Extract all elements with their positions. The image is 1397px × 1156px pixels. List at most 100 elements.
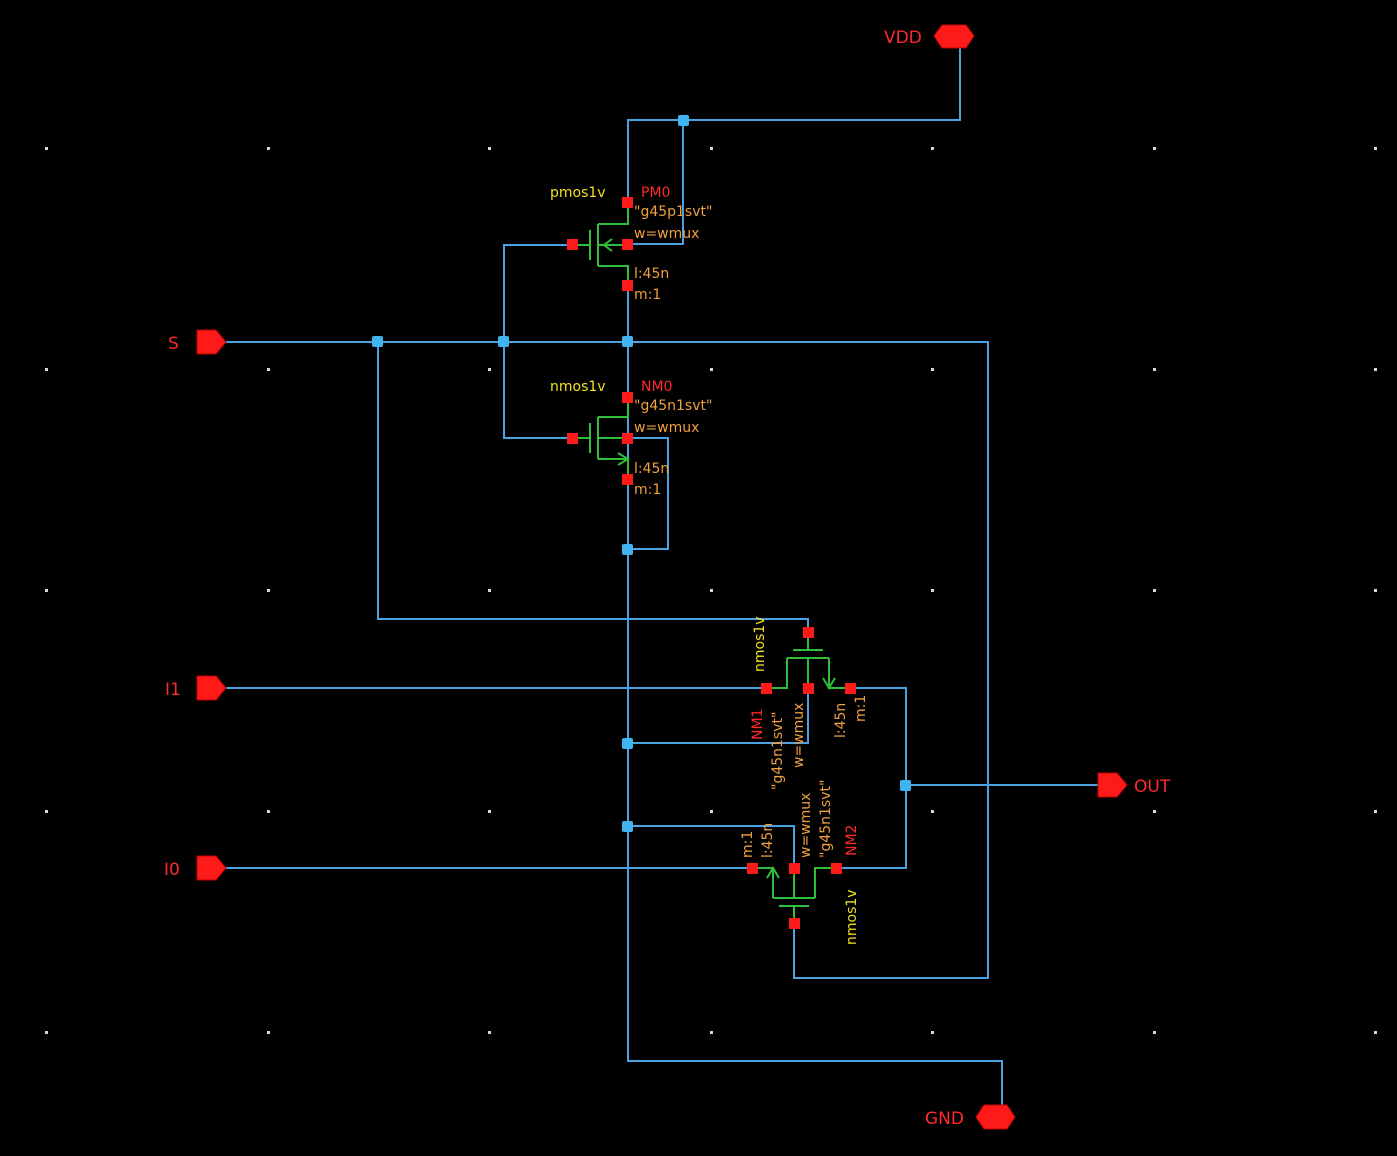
pin[interactable]	[761, 683, 772, 694]
grid-dot	[267, 810, 270, 813]
grid-dot	[45, 810, 48, 813]
instance-name: NM2	[844, 825, 860, 856]
pin[interactable]	[622, 197, 633, 208]
grid-dot	[710, 589, 713, 592]
grid-dots	[45, 147, 1377, 1034]
instance-name: NM0	[641, 379, 672, 395]
pin[interactable]	[622, 433, 633, 444]
width-param: w=wmux	[634, 226, 699, 242]
grid-dot	[1374, 368, 1377, 371]
cell-label: nmos1v	[752, 616, 768, 672]
input-port-icon[interactable]	[196, 675, 227, 701]
grid-dot	[710, 147, 713, 150]
grid-dot	[710, 368, 713, 371]
grid-dot	[267, 1031, 270, 1034]
grid-dot	[1374, 589, 1377, 592]
pmos-pm0[interactable]: pmos1v PM0 "g45p1svt" w=wmux l:45n m:1	[550, 185, 712, 303]
grid-dot	[710, 1031, 713, 1034]
pin[interactable]	[622, 280, 633, 291]
length-param: l:45n	[833, 703, 849, 738]
nmos-nm0[interactable]: nmos1v NM0 "g45n1svt" w=wmux l:45n m:1	[550, 379, 712, 498]
junctions	[372, 115, 911, 832]
port-i1[interactable]: I1	[165, 675, 227, 701]
length-param: l:45n	[634, 461, 669, 477]
grid-dot	[488, 147, 491, 150]
junction-dot	[678, 115, 689, 126]
width-param: w=wmux	[791, 703, 807, 768]
grid-dot	[1153, 1031, 1156, 1034]
grid-dot	[1153, 810, 1156, 813]
model-param: "g45p1svt"	[634, 204, 712, 220]
inout-port-icon[interactable]	[933, 24, 975, 49]
cell-label: pmos1v	[550, 185, 606, 201]
port-label: I1	[165, 680, 181, 700]
grid-dot	[45, 589, 48, 592]
pin[interactable]	[622, 239, 633, 250]
pin[interactable]	[845, 683, 856, 694]
grid-dot	[1374, 1031, 1377, 1034]
inout-port-icon[interactable]	[975, 1104, 1016, 1130]
grid-dot	[931, 810, 934, 813]
port-label: S	[168, 334, 179, 354]
pin[interactable]	[622, 474, 633, 485]
wires	[226, 45, 1098, 1105]
grid-dot	[1153, 589, 1156, 592]
junction-dot	[622, 336, 633, 347]
grid-dot	[488, 1031, 491, 1034]
length-param: l:45n	[634, 266, 669, 282]
width-param: w=wmux	[634, 420, 699, 436]
junction-dot	[622, 821, 633, 832]
pin[interactable]	[803, 683, 814, 694]
grid-dot	[267, 147, 270, 150]
nmos-nm2[interactable]: nmos1v NM2 "g45n1svt" w=wmux l:45n m:1	[740, 780, 860, 945]
multiplier-param: m:1	[853, 695, 869, 722]
port-i0[interactable]: I0	[164, 855, 227, 881]
grid-dot	[45, 368, 48, 371]
grid-dot	[931, 589, 934, 592]
cell-label: nmos1v	[550, 379, 606, 395]
nmos-nm1[interactable]: nmos1v NM1 "g45n1svt" w=wmux l:45n m:1	[750, 616, 869, 790]
grid-dot	[1374, 810, 1377, 813]
pin[interactable]	[567, 239, 578, 250]
grid-dot	[488, 368, 491, 371]
grid-dot	[488, 810, 491, 813]
pin[interactable]	[622, 392, 633, 403]
model-param: "g45n1svt"	[770, 712, 786, 790]
pin[interactable]	[789, 918, 800, 929]
pin[interactable]	[789, 863, 800, 874]
grid-dot	[267, 589, 270, 592]
junction-dot	[900, 780, 911, 791]
pin[interactable]	[747, 863, 758, 874]
grid-dot	[931, 368, 934, 371]
port-label: GND	[925, 1109, 964, 1129]
input-port-icon[interactable]	[196, 855, 227, 881]
junction-dot	[622, 544, 633, 555]
instance-name: NM1	[750, 709, 766, 740]
input-port-icon[interactable]	[196, 329, 227, 355]
port-label: VDD	[884, 28, 922, 48]
grid-dot	[45, 147, 48, 150]
pin[interactable]	[803, 627, 814, 638]
instance-name: PM0	[641, 185, 670, 201]
port-vdd[interactable]: VDD	[884, 24, 975, 49]
grid-dot	[931, 147, 934, 150]
junction-dot	[622, 738, 633, 749]
port-label: I0	[164, 860, 180, 880]
grid-dot	[1374, 147, 1377, 150]
multiplier-param: m:1	[740, 831, 756, 858]
grid-dot	[45, 1031, 48, 1034]
port-s[interactable]: S	[168, 329, 227, 355]
port-out[interactable]: OUT	[1097, 772, 1171, 798]
grid-dot	[267, 368, 270, 371]
pin[interactable]	[831, 863, 842, 874]
port-gnd[interactable]: GND	[925, 1104, 1016, 1130]
model-param: "g45n1svt"	[818, 780, 834, 858]
length-param: l:45n	[760, 823, 776, 858]
grid-dot	[1153, 147, 1156, 150]
cell-label: nmos1v	[844, 889, 860, 945]
model-param: "g45n1svt"	[634, 398, 712, 414]
output-port-icon[interactable]	[1097, 772, 1128, 798]
pin[interactable]	[567, 433, 578, 444]
junction-dot	[372, 336, 383, 347]
